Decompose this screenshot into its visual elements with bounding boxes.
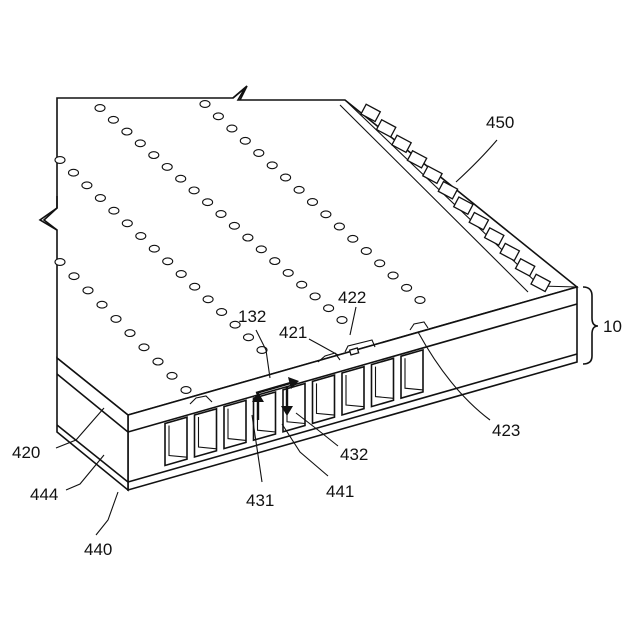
via-hole: [69, 273, 79, 280]
via-hole: [337, 317, 347, 324]
via-hole: [55, 259, 65, 266]
via-hole: [97, 301, 107, 308]
via-hole: [243, 234, 253, 241]
via-hole: [163, 258, 173, 265]
via-hole: [294, 186, 304, 193]
cavity: [401, 350, 423, 398]
via-hole: [283, 270, 293, 277]
via-hole: [256, 246, 266, 253]
label-132: 132: [238, 307, 266, 326]
label-444: 444: [30, 485, 58, 504]
via-hole: [267, 162, 277, 169]
via-hole: [310, 293, 320, 300]
via-hole: [270, 258, 280, 265]
bracket-10: [583, 287, 598, 364]
label-421: 421: [279, 323, 307, 342]
via-hole: [181, 387, 191, 394]
via-hole: [162, 164, 172, 171]
label-420: 420: [12, 443, 40, 462]
via-hole: [217, 309, 227, 316]
via-hole: [122, 128, 132, 135]
via-hole: [388, 272, 398, 279]
cavity: [342, 367, 364, 415]
via-hole: [308, 199, 318, 206]
via-hole: [244, 334, 254, 341]
via-hole: [108, 116, 118, 123]
via-hole: [189, 187, 199, 194]
via-hole: [95, 195, 105, 202]
via-hole: [227, 125, 237, 132]
via-hole: [203, 296, 213, 303]
cavity: [195, 409, 217, 457]
via-hole: [321, 211, 331, 218]
via-hole: [176, 271, 186, 278]
via-hole: [190, 283, 200, 290]
via-hole: [348, 235, 358, 242]
label-431: 431: [246, 491, 274, 510]
label-423: 423: [492, 421, 520, 440]
via-hole: [324, 305, 334, 312]
via-hole: [176, 175, 186, 182]
via-hole: [83, 287, 93, 294]
via-hole: [415, 297, 425, 304]
cavity: [313, 375, 335, 423]
via-hole: [297, 281, 307, 288]
via-hole: [200, 101, 210, 108]
label-432: 432: [340, 445, 368, 464]
via-hole: [334, 223, 344, 230]
via-hole: [82, 182, 92, 189]
via-hole: [149, 245, 159, 252]
via-hole: [122, 220, 132, 227]
cavity: [372, 358, 394, 406]
label-450: 450: [486, 113, 514, 132]
via-hole: [203, 199, 213, 206]
via-hole: [361, 248, 371, 255]
label-10: 10: [603, 317, 622, 336]
cavity: [224, 400, 246, 448]
via-hole: [402, 284, 412, 291]
via-hole: [216, 211, 226, 218]
via-hole: [69, 169, 79, 176]
via-hole: [375, 260, 385, 267]
cavity: [165, 417, 187, 465]
via-hole: [240, 137, 250, 144]
via-hole: [167, 372, 177, 379]
via-hole: [254, 150, 264, 157]
via-hole: [229, 222, 239, 229]
via-hole: [125, 330, 135, 337]
via-hole: [139, 344, 149, 351]
via-hole: [109, 207, 119, 214]
via-hole: [213, 113, 223, 120]
via-hole: [95, 105, 105, 112]
via-hole: [136, 233, 146, 240]
label-422: 422: [338, 288, 366, 307]
label-440: 440: [84, 540, 112, 559]
via-hole: [135, 140, 145, 147]
via-hole: [55, 157, 65, 164]
label-441: 441: [326, 482, 354, 501]
via-hole: [149, 152, 159, 159]
via-hole: [111, 316, 121, 323]
via-hole: [281, 174, 291, 181]
via-hole: [153, 358, 163, 365]
